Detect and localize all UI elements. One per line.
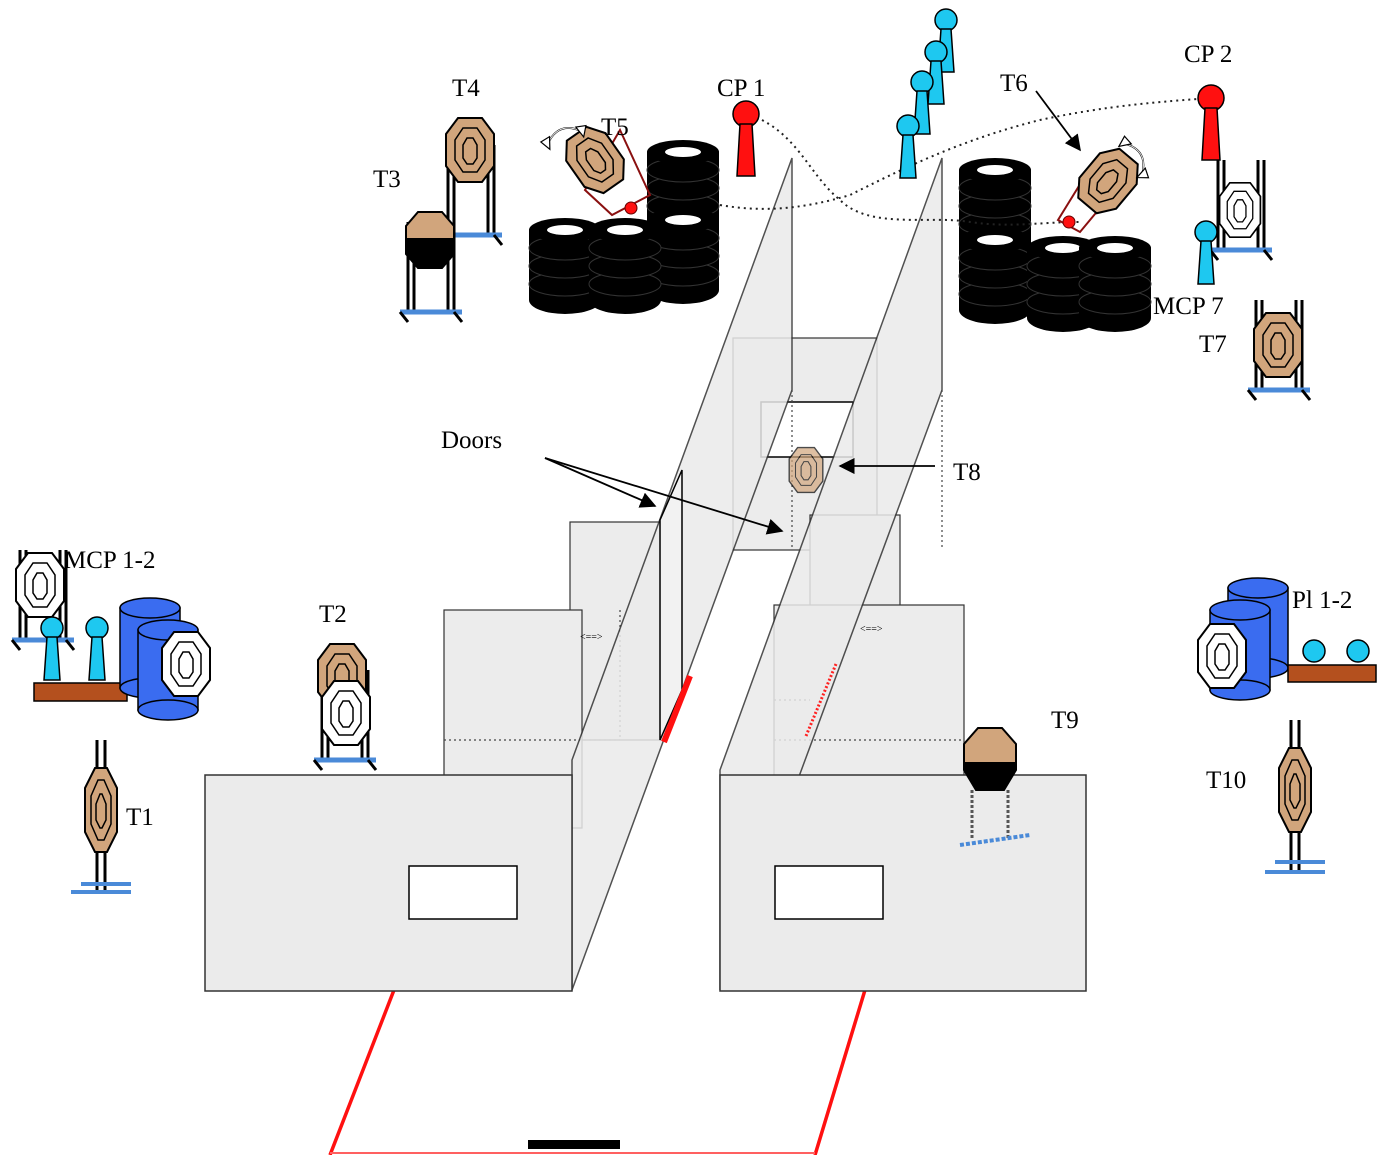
label-t5: T5 xyxy=(601,114,629,141)
doors-arrow-2 xyxy=(544,457,784,535)
label-t1: T1 xyxy=(126,804,154,831)
movement-path xyxy=(719,97,1211,226)
t7-target xyxy=(1248,300,1310,400)
svg-text:<==>: <==> xyxy=(580,632,603,643)
t8-target xyxy=(788,446,824,494)
cp1-popper xyxy=(732,100,760,177)
label-t8: T8 xyxy=(953,459,981,486)
label-t6: T6 xyxy=(1000,70,1028,97)
cp2-no-shoot-target xyxy=(1210,160,1272,260)
t6-swinger-target xyxy=(1056,132,1154,234)
label-cp1: CP 1 xyxy=(717,75,765,102)
t1-target xyxy=(71,740,131,894)
front-wall-left xyxy=(204,774,573,992)
doors-arrow-1 xyxy=(544,457,657,508)
t9-target xyxy=(959,727,1031,847)
label-cp2: CP 2 xyxy=(1184,41,1232,68)
start-position-marker xyxy=(528,1140,620,1149)
label-t4: T4 xyxy=(452,75,480,102)
label-doors: Doors xyxy=(441,427,502,454)
pl12-group xyxy=(1197,577,1377,701)
t2-target xyxy=(314,643,376,770)
steel-popper-group xyxy=(896,8,958,179)
label-t3: T3 xyxy=(373,166,401,193)
svg-text:<==>: <==> xyxy=(860,624,883,635)
label-pl12: Pl 1-2 xyxy=(1292,587,1352,614)
pl12-plank xyxy=(1287,664,1377,683)
label-t9: T9 xyxy=(1051,707,1079,734)
t6-arrow xyxy=(1035,90,1081,152)
front-wall-right xyxy=(719,774,1087,992)
label-mcp12: MCP 1-2 xyxy=(64,547,155,574)
label-t2: T2 xyxy=(319,601,347,628)
label-mcp7: MCP 7 xyxy=(1153,293,1224,320)
mcp12-group xyxy=(12,550,211,721)
door-right xyxy=(804,663,838,737)
cp2-popper xyxy=(1197,84,1225,161)
door-left xyxy=(659,469,693,744)
start-area xyxy=(328,989,867,1156)
label-t7: T7 xyxy=(1199,331,1227,358)
t5-swinger-target xyxy=(538,119,652,217)
t3-target xyxy=(400,211,462,322)
mcp12-plank xyxy=(33,682,128,702)
label-t10: T10 xyxy=(1206,767,1246,794)
t10-target xyxy=(1265,720,1325,874)
